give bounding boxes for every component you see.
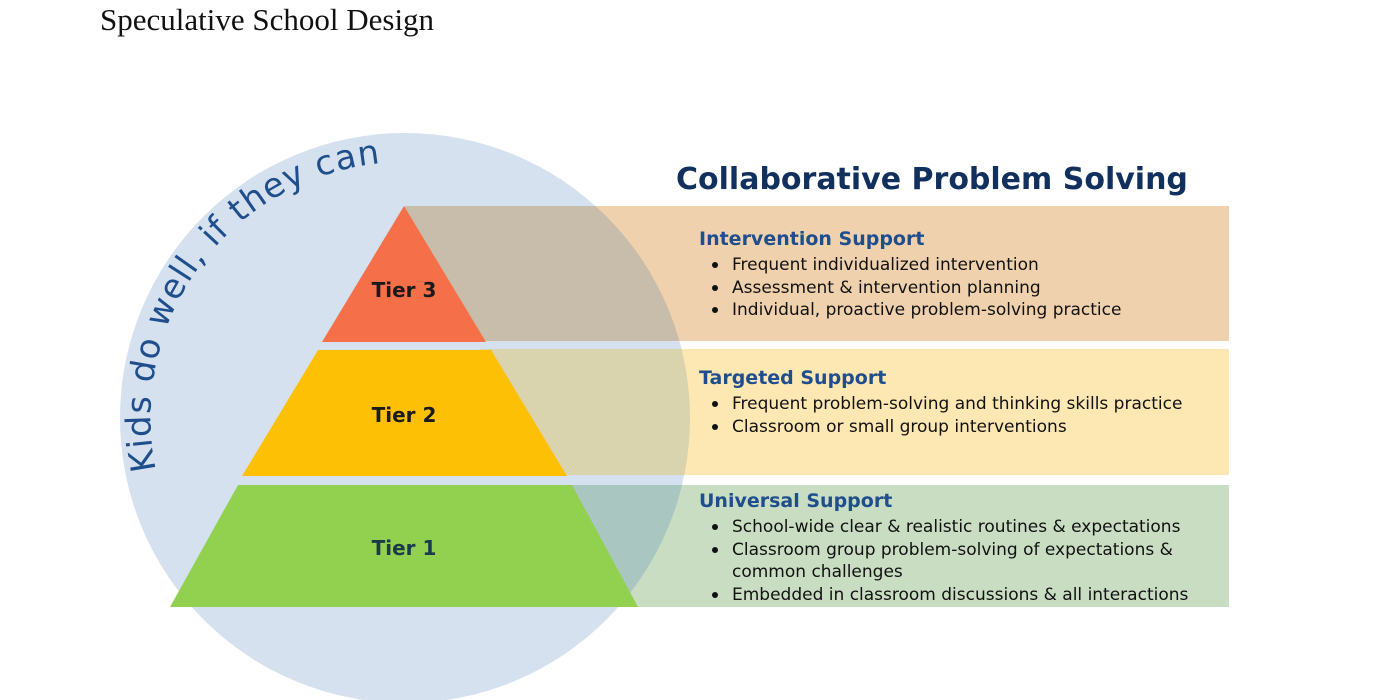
diagram-title: Collaborative Problem Solving: [676, 162, 1188, 197]
list-item: Frequent individualized intervention: [710, 254, 1230, 277]
tier-3-label: Tier 3: [372, 278, 437, 302]
list-item: Embedded in classroom discussions & all …: [710, 584, 1210, 607]
tier-2-label: Tier 2: [372, 403, 437, 427]
intervention-support-list: Frequent individualized intervention Ass…: [710, 254, 1230, 322]
list-item: Assessment & intervention planning: [710, 277, 1230, 300]
pyramid-tier-1: [170, 485, 638, 607]
intervention-support-heading: Intervention Support: [699, 228, 925, 250]
list-item: Classroom group problem-solving of expec…: [710, 539, 1210, 584]
universal-support-heading: Universal Support: [699, 490, 893, 512]
pyramid-tier-2: [242, 350, 567, 476]
universal-support-list: School-wide clear & realistic routines &…: [710, 516, 1210, 606]
pyramid-tier-3: [322, 206, 486, 342]
targeted-support-heading: Targeted Support: [699, 367, 887, 389]
band-tier-1: [568, 485, 1229, 607]
list-item: Individual, proactive problem-solving pr…: [710, 299, 1230, 322]
targeted-support-list: Frequent problem-solving and thinking sk…: [710, 393, 1230, 438]
list-item: School-wide clear & realistic routines &…: [710, 516, 1210, 539]
tier-1-label: Tier 1: [372, 536, 437, 560]
list-item: Classroom or small group interventions: [710, 416, 1230, 439]
list-item: Frequent problem-solving and thinking sk…: [710, 393, 1230, 416]
document-header: Speculative School Design: [100, 2, 435, 37]
